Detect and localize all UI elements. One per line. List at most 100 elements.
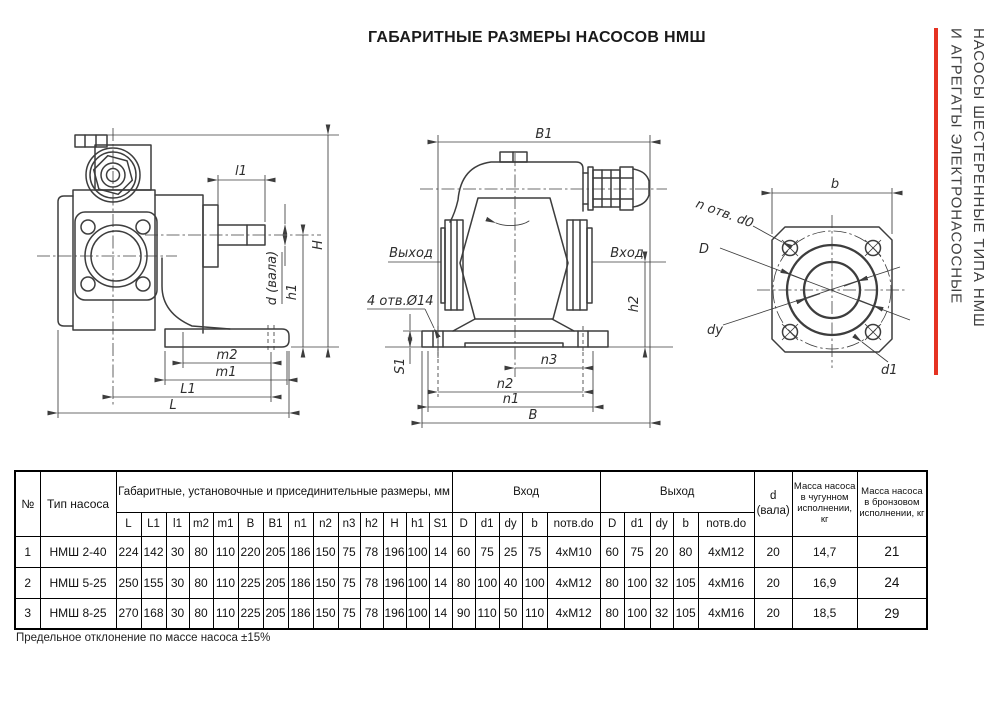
dim-label-H: H <box>311 240 326 250</box>
cell: 110 <box>212 566 239 599</box>
cell: 4xM16 <box>697 597 755 630</box>
dim-label-dy: dy <box>707 323 723 338</box>
flange-view-drawing: b n отв. d0 D dy d1 <box>694 177 911 378</box>
front-view-drawing: B1 Выход Вход 4 отв.Ø14 S1 h2 n3 n2 n1 B <box>367 127 673 428</box>
cell: 20 <box>753 535 793 568</box>
col-header-m1-4: m1 <box>212 511 239 537</box>
cell: 21 <box>856 535 928 568</box>
cell: 14 <box>428 535 453 568</box>
flange-centerlines <box>757 215 907 368</box>
cell: 20 <box>649 535 674 568</box>
cell: 110 <box>474 597 500 630</box>
footnote: Предельное отклонение по массе насоса ±1… <box>16 632 271 644</box>
cell: 150 <box>312 597 339 630</box>
col-header-n1-7: n1 <box>287 511 314 537</box>
holes-label: 4 отв.Ø14 <box>367 294 434 309</box>
col-header-h2-10: h2 <box>359 511 384 537</box>
cell: 78 <box>359 566 384 599</box>
sidebar-accent-line <box>934 28 938 375</box>
cell: 110 <box>212 597 239 630</box>
sidebar-vertical-title: НАСОСЫ ШЕСТЕРЕННЫЕ ТИПА НМШ И АГРЕГАТЫ Э… <box>944 28 989 378</box>
cell: 4xM12 <box>546 566 601 599</box>
dim-label-m2: m2 <box>217 348 238 363</box>
cell: 80 <box>188 597 214 630</box>
sidebar-title-line2: И АГРЕГАТЫ ЭЛЕКТРОНАСОСНЫЕ <box>947 28 965 305</box>
col-header-L1-1: L1 <box>140 511 167 537</box>
col-header-nотв.do-18: nотв.do <box>546 511 601 537</box>
table-group-header-row: № Тип насоса Габаритные, установочные и … <box>14 470 928 537</box>
col-header-dy-16: dy <box>498 511 523 537</box>
col-header-n3-9: n3 <box>337 511 361 537</box>
cell: 100 <box>405 566 430 599</box>
cell: 24 <box>856 566 928 599</box>
flange-outline <box>771 226 893 353</box>
dim-label-D: D <box>699 242 709 257</box>
outlet-label: Выход <box>389 246 433 261</box>
cell: 30 <box>165 597 190 630</box>
col-header-nотв.do-23: nотв.do <box>697 511 755 537</box>
cell: 100 <box>405 597 430 630</box>
cell: 110 <box>212 535 239 568</box>
inlet-label: Вход <box>610 246 644 261</box>
cell: 220 <box>237 535 264 568</box>
cell: 16,9 <box>791 566 858 599</box>
cell: 40 <box>498 566 523 599</box>
cell: 14 <box>428 597 453 630</box>
dim-label-h1: h1 <box>285 284 300 301</box>
col-header-l1-2: l1 <box>165 511 190 537</box>
col-header-mass-bronze: Масса насоса в бронзовом исполнении, кг <box>856 470 928 537</box>
cell: 205 <box>262 597 289 630</box>
col-header-h1-12: h1 <box>405 511 430 537</box>
cell: 168 <box>140 597 167 630</box>
dim-label-B1: B1 <box>535 127 552 142</box>
cell: 50 <box>498 597 523 630</box>
col-header-B1-6: B1 <box>262 511 289 537</box>
cell: 30 <box>165 535 190 568</box>
cell: 100 <box>405 535 430 568</box>
col-group-dims: Габаритные, установочные и присединитель… <box>115 470 453 513</box>
page-title: ГАБАРИТНЫЕ РАЗМЕРЫ НАСОСОВ НМШ <box>368 29 706 46</box>
cell: 186 <box>287 597 314 630</box>
dim-label-n3: n3 <box>541 353 558 368</box>
cell: 60 <box>451 535 476 568</box>
col-header-H-11: H <box>382 511 407 537</box>
col-group-inlet: Вход <box>451 470 601 513</box>
cell: 205 <box>262 535 289 568</box>
cell: 1 <box>14 535 41 568</box>
cell: 105 <box>672 597 699 630</box>
shaft-d-line2: (вала) <box>756 504 790 517</box>
cell: 270 <box>115 597 142 630</box>
cell: 196 <box>382 597 407 630</box>
col-group-outlet: Выход <box>599 470 755 513</box>
cell: 14,7 <box>791 535 858 568</box>
cell: 32 <box>649 566 674 599</box>
front-view-dimensions <box>367 135 673 428</box>
col-header-mass-iron: Масса насоса в чугунном исполнении, кг <box>791 470 858 537</box>
cell: 4xM10 <box>546 535 601 568</box>
dim-label-b: b <box>831 177 839 192</box>
cell: 75 <box>337 535 361 568</box>
col-header-S1-13: S1 <box>428 511 453 537</box>
cell: 100 <box>521 566 548 599</box>
cell: 155 <box>140 566 167 599</box>
dim-label-d-shaft: d (вала) <box>265 251 280 305</box>
cell: 250 <box>115 566 142 599</box>
cell: 60 <box>599 535 625 568</box>
cell: 110 <box>521 597 548 630</box>
cell: 150 <box>312 535 339 568</box>
flange-holes-label: n отв. d0 <box>694 197 756 232</box>
cell: 78 <box>359 597 384 630</box>
col-header-b-22: b <box>672 511 699 537</box>
cell: НМШ 8-25 <box>39 597 117 630</box>
dim-label-l1: l1 <box>235 164 247 179</box>
cell: 225 <box>237 566 264 599</box>
col-header-d1-15: d1 <box>474 511 500 537</box>
shaft-d-line1: d <box>769 490 777 503</box>
col-header-no: № <box>14 470 41 537</box>
cell: НМШ 5-25 <box>39 566 117 599</box>
col-header-D-14: D <box>451 511 476 537</box>
cell: 78 <box>359 535 384 568</box>
side-view-dimensions <box>47 124 339 418</box>
